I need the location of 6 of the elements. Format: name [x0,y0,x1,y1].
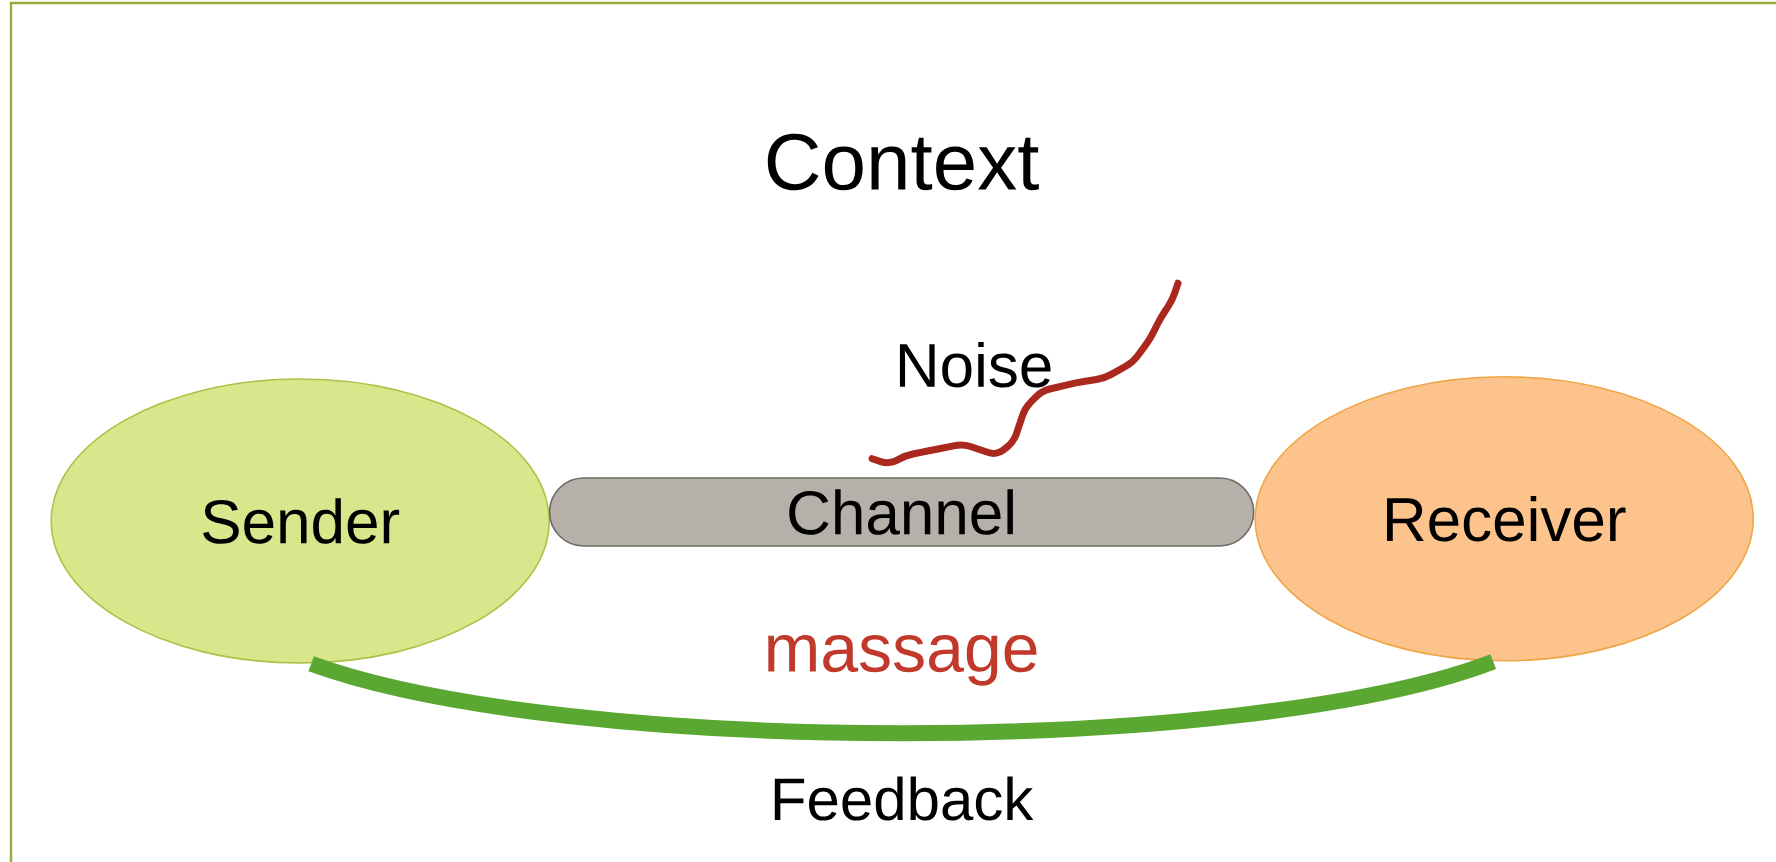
message-label: massage [768,634,1037,686]
noise-label: Noise [899,341,1051,388]
feedback-arc [308,653,1496,742]
edge-label: Feedback [774,776,1034,821]
title: Context [767,133,1039,191]
channel-bar: Channel [548,477,1255,547]
